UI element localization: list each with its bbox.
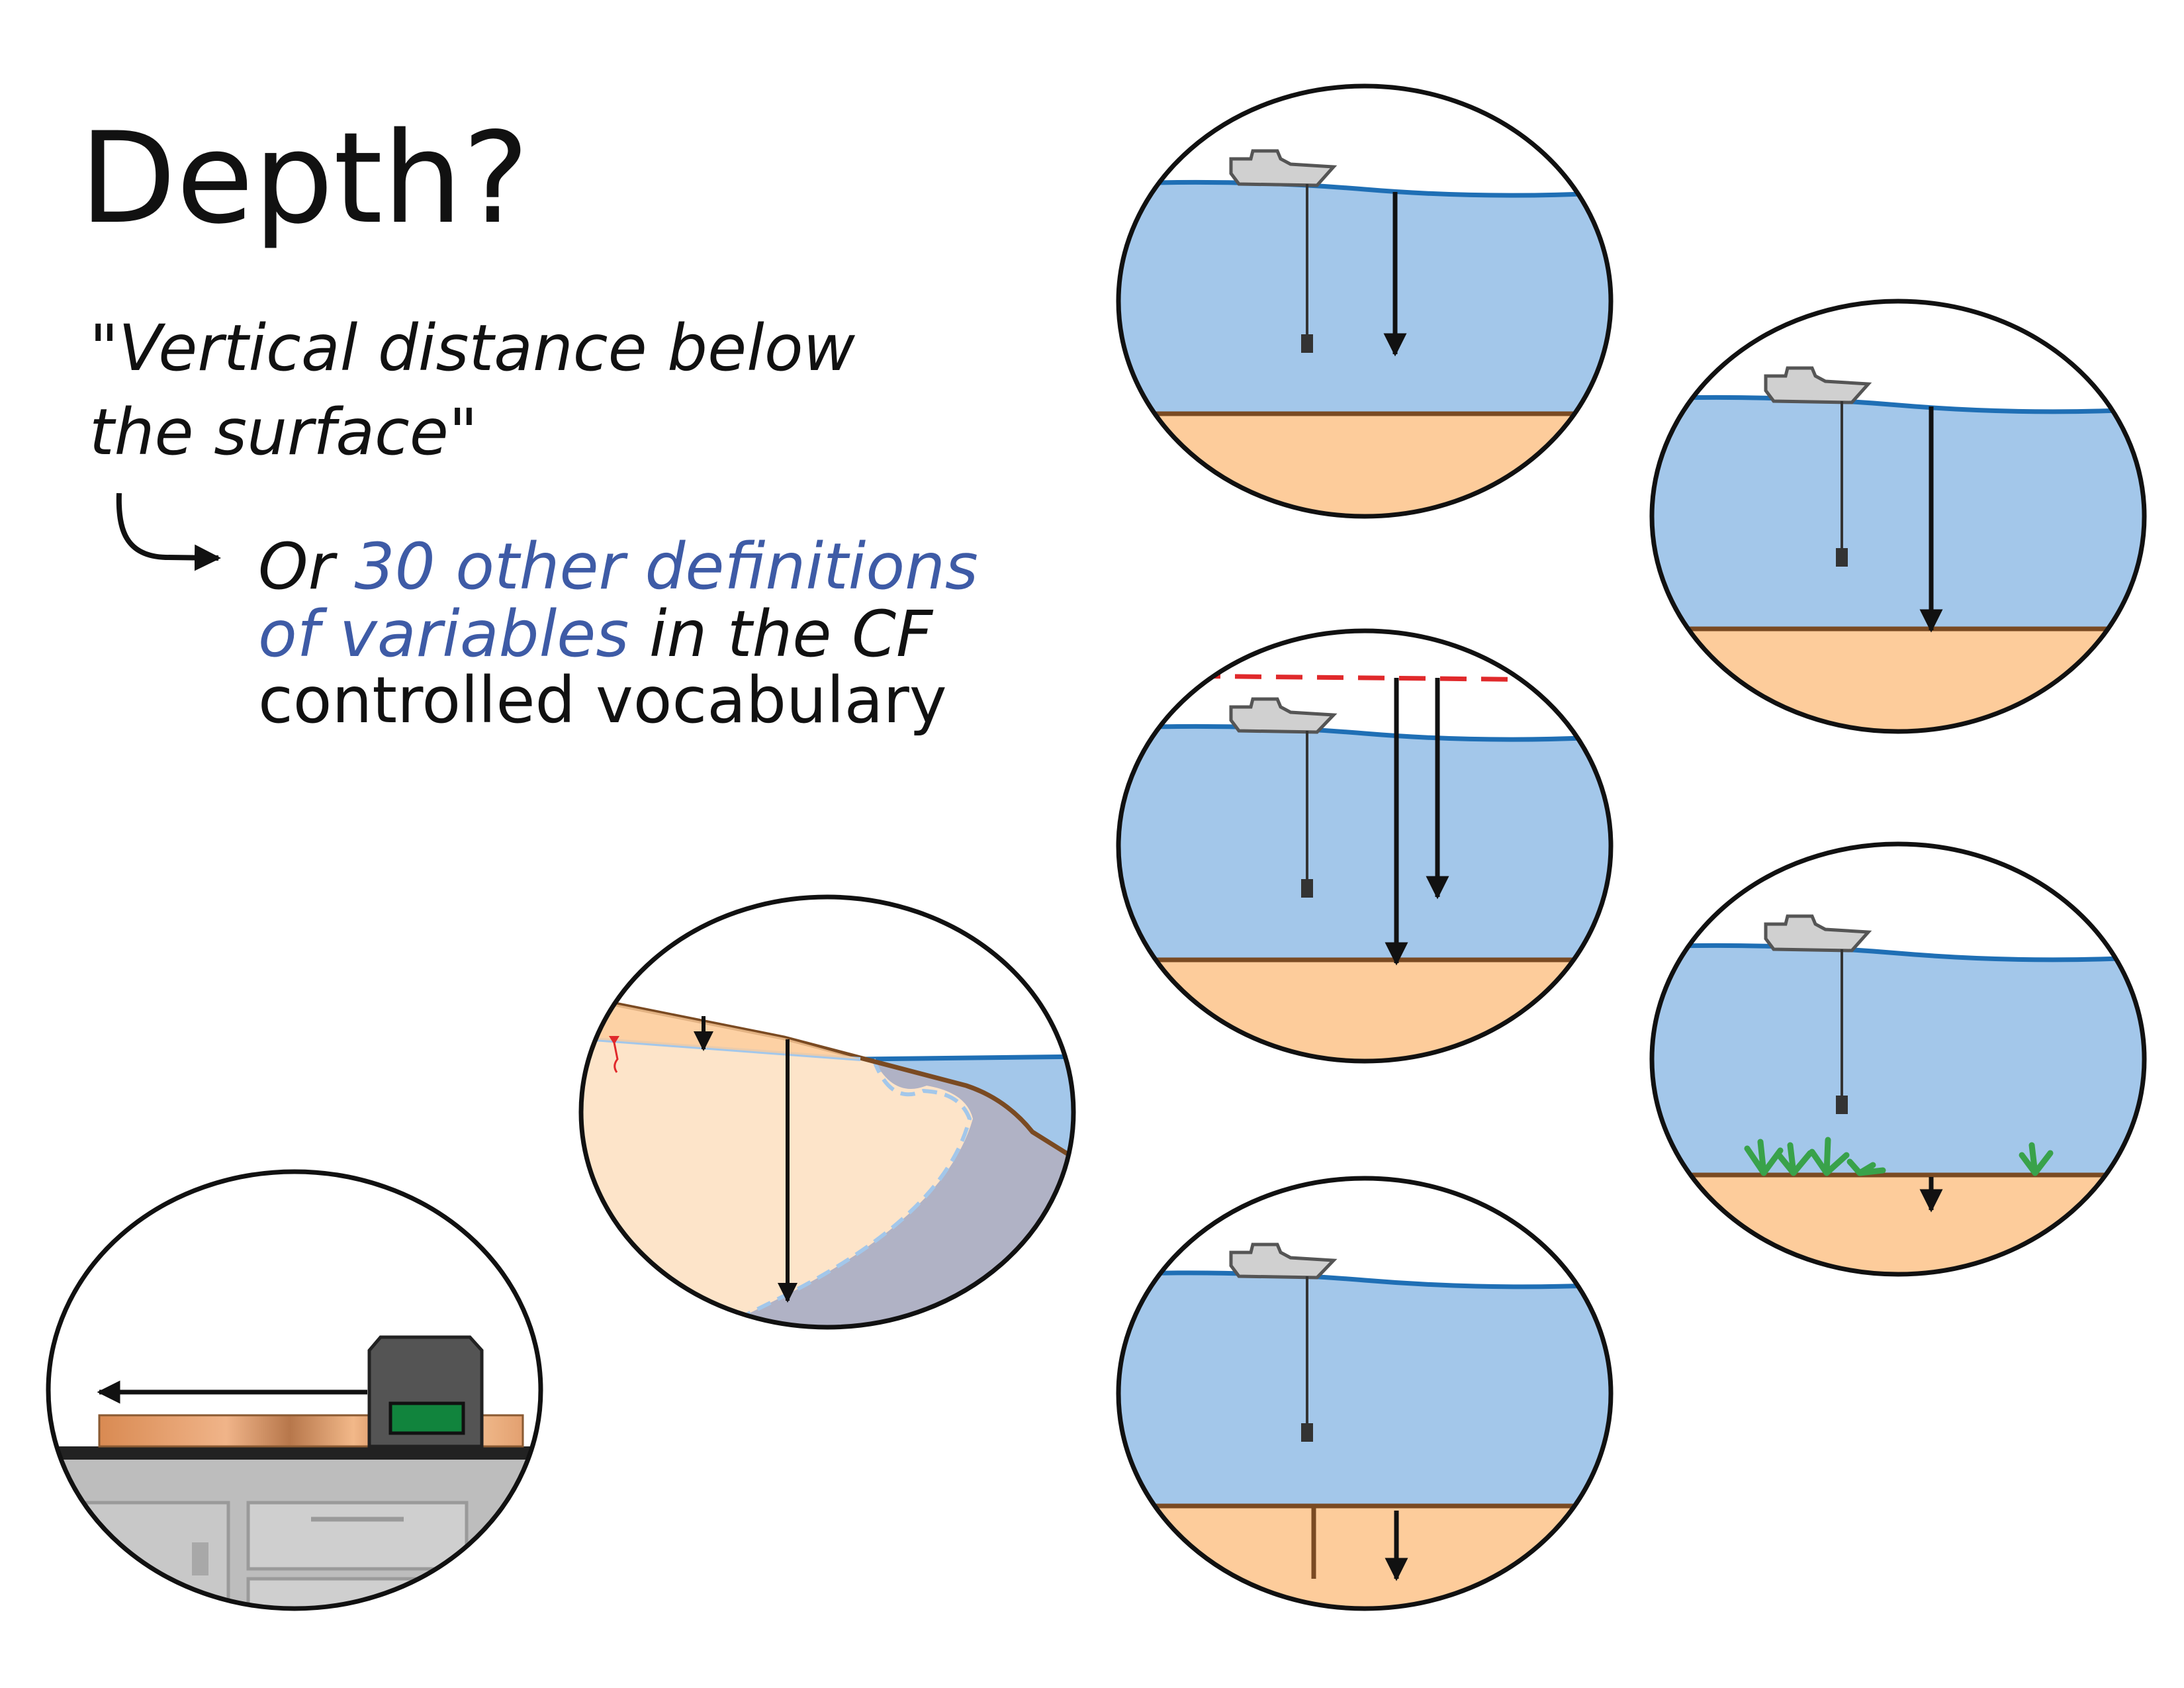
circle-ice-depth [578,894,1076,1330]
definitions-highlight-2: of variables [258,597,629,671]
page-title: Depth? [79,105,529,252]
quote-line-1: "Vertical distance below [89,311,856,385]
definitions-suffix: in the CF [649,597,933,671]
definitions-highlight-1: 30 other definitions [354,530,978,604]
circle-sediment-depth [1116,1176,1614,1611]
circle-vegetation-depth [1649,841,2147,1277]
circle-sea-surface-depth [1116,83,1614,519]
definitions-prefix: Or [258,530,335,604]
definitions-line-3: controlled vocabulary [258,663,947,737]
connector-arrow [116,492,221,571]
definitions-line-1: Or 30 other definitions [258,535,978,598]
circle-sea-floor-depth [1649,299,2147,734]
quote-line-2: the surface" [89,395,478,469]
circle-reference-datum-depth [1116,628,1614,1064]
circle-core-sample-depth [46,1169,543,1611]
cabinet-icon [68,1501,469,1609]
scanner-instrument-icon [367,1335,484,1448]
seagrass-icon [1744,1137,2054,1176]
definitions-line-2: of variables in the CF [258,602,933,666]
